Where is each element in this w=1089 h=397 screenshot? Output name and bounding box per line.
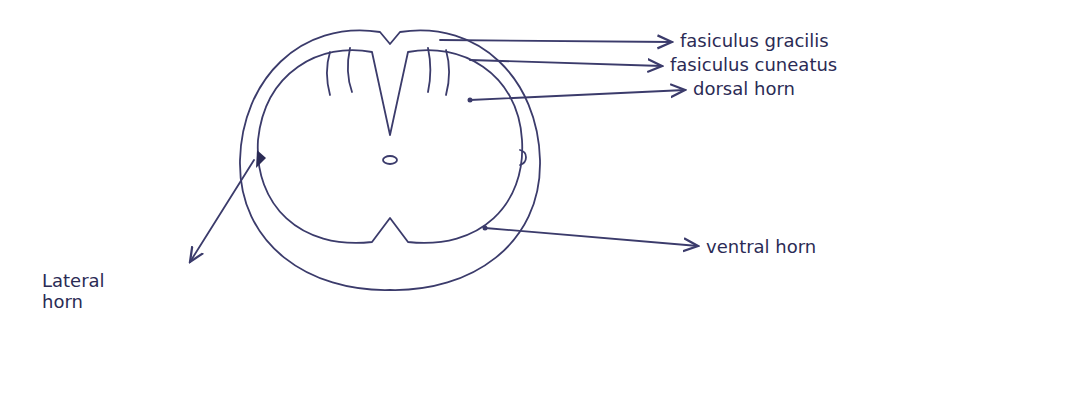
part-label: Lateral horn — [40, 270, 124, 313]
part-label: fasiculus cuneatus — [668, 54, 839, 77]
pointer-dot — [468, 98, 473, 103]
lateral-bump — [520, 150, 526, 165]
leader-line — [190, 160, 254, 262]
leader-line — [470, 90, 685, 100]
cord-outline — [240, 30, 540, 290]
leader-line — [440, 40, 672, 42]
leader-line — [470, 60, 662, 66]
leader-line — [485, 228, 698, 246]
fasciculus-stroke — [327, 52, 330, 95]
grey-matter — [258, 50, 522, 243]
fasciculus-stroke — [348, 48, 352, 92]
pointer-dot — [483, 226, 488, 231]
fasciculus-stroke — [428, 48, 430, 92]
part-label: ventral horn — [704, 236, 818, 259]
central-canal — [383, 156, 397, 164]
fasciculus-stroke — [446, 50, 449, 95]
lateral-horn-mark — [256, 150, 266, 168]
part-label: dorsal horn — [691, 78, 797, 101]
part-label: fasiculus gracilis — [678, 30, 831, 53]
